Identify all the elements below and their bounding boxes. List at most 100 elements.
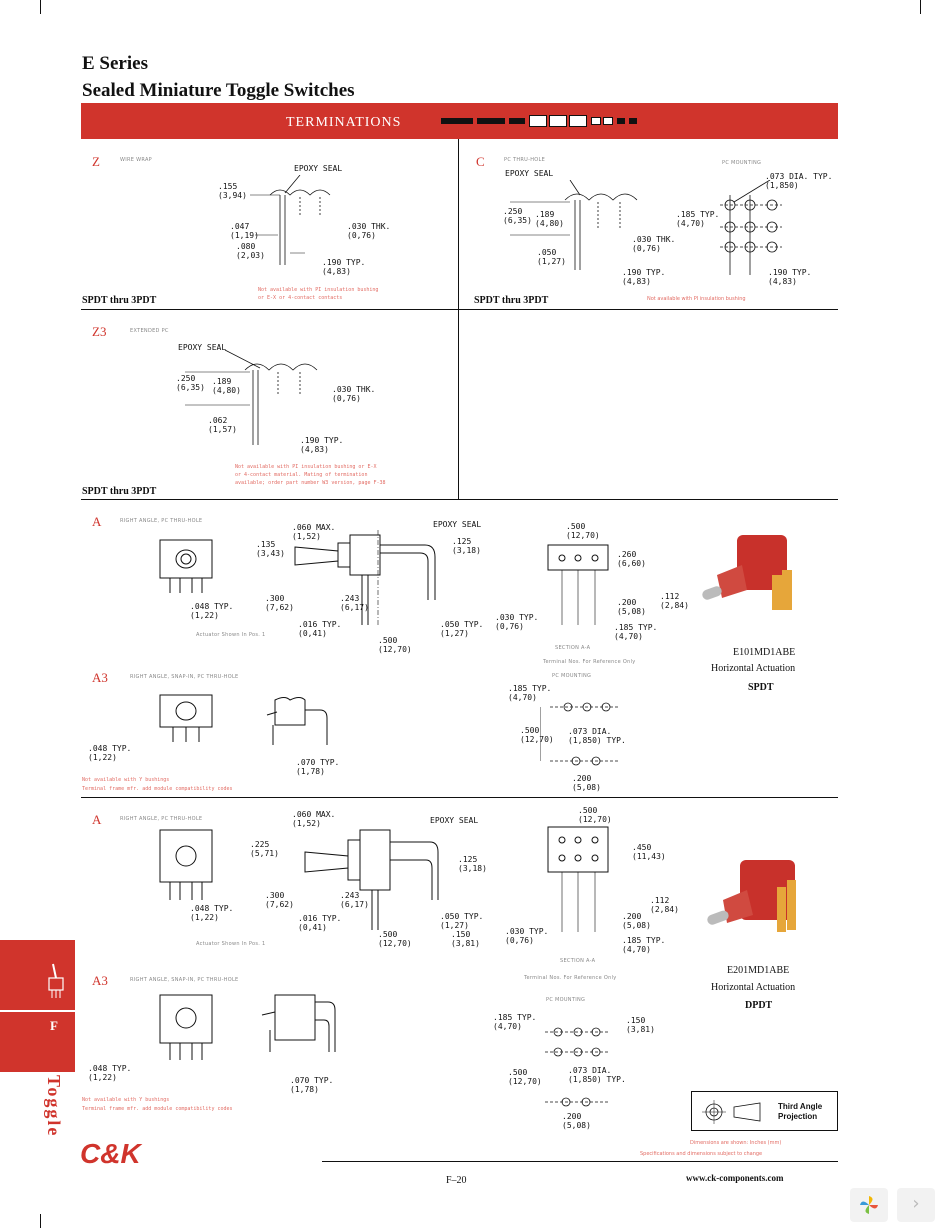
spdt-a-dim-060: .060 MAX. (1,52) [292, 523, 336, 541]
z-note: Not available with PI insulation bushing… [258, 287, 379, 301]
z3-dim-030: .030 THK. (0,76) [332, 385, 376, 403]
dpdt-a-dim-125: .125 (3,18) [458, 855, 487, 873]
projection-box: Third Angle Projection [691, 1091, 838, 1131]
spdt-a-actuator-note: Actuator Shown In Pos. 1 [196, 632, 266, 638]
dpdt-a3-pc-500: .500 (12,70) [508, 1068, 542, 1086]
dpdt-a-dim-500: .500 (12,70) [378, 930, 412, 948]
c-termination-drawing [510, 180, 638, 270]
dpdt-a3-code: A3 [92, 973, 108, 988]
dpdt-a-dim-243: .243 (6,17) [340, 891, 369, 909]
z3-dim-062: .062 (1,57) [208, 416, 237, 434]
spdt-a3-side-view [266, 697, 328, 745]
c-pc-label: PC MOUNTING [722, 160, 762, 166]
spdt-product-photo [702, 535, 792, 610]
dpdt-a-dim-225: .225 (5,71) [250, 840, 279, 858]
z-dim-190: .190 TYP. (4,83) [322, 258, 366, 276]
spdt-a-dim-125: .125 (3,18) [452, 537, 481, 555]
page-number: F–20 [446, 1175, 467, 1186]
dpdt-a3-pc-label: PC MOUNTING [546, 997, 586, 1003]
spdt-a-dim-135: .135 (3,43) [256, 540, 285, 558]
spdt-a3-pc-mounting [540, 702, 620, 766]
spdt-pole: SPDT [748, 682, 774, 693]
spdt-a-dim-500: .500 (12,70) [378, 636, 412, 654]
spdt-a-section-view [547, 544, 609, 625]
spdt-a3-pc-200: .200 (5,08) [572, 774, 601, 792]
spdt-a3-front-view [159, 694, 213, 742]
spdt-a-code: A [92, 514, 102, 529]
dpdt-a3-pc-185: .185 TYP. (4,70) [493, 1013, 537, 1031]
c-pc-190: .190 TYP. (4,83) [768, 268, 812, 286]
spdt-a-dim-048: .048 TYP. (1,22) [190, 602, 234, 620]
z3-caption: SPDT thru 3PDT [82, 486, 157, 497]
spdt-actuation: Horizontal Actuation [711, 663, 796, 674]
seal-label-z3: EPOXY SEAL [178, 343, 227, 352]
dpdt-actuation: Horizontal Actuation [711, 982, 796, 993]
z3-dim-189: .189 (4,80) [212, 377, 241, 395]
spdt-a-dim-243: .243 (6,17) [340, 594, 369, 612]
dpdt-a-front-view [159, 829, 213, 900]
c-dim-189: .189 (4,80) [535, 210, 564, 228]
dpdt-a3-dim-048: .048 TYP. (1,22) [88, 1064, 132, 1082]
dpdt-a-section-label: SECTION A-A [560, 958, 596, 964]
sidebar-section-tab[interactable]: F [0, 1012, 75, 1040]
footer-spec-note: Specifications and dimensions subject to… [640, 1151, 763, 1157]
spdt-a-seal: EPOXY SEAL [433, 520, 482, 529]
spdt-a3-pc-dia: .073 DIA. (1,850) TYP. [568, 727, 626, 745]
dpdt-part-number: E201MD1ABE [727, 965, 790, 976]
dpdt-a3-label: RIGHT ANGLE, SNAP-IN, PC THRU-HOLE [130, 977, 239, 983]
chevron-right-icon: › [912, 1193, 920, 1214]
section-banner: TERMINATIONS [81, 103, 838, 139]
z-dim-030: .030 THK. (0,76) [347, 222, 391, 240]
spdt-a-right-500: .500 (12,70) [566, 522, 600, 540]
c-dim-250: .250 (6,35) [503, 207, 532, 225]
seal-label-c: EPOXY SEAL [505, 169, 554, 178]
footer-dim-note: Dimensions are shown: Inches (mm) [690, 1140, 782, 1146]
dpdt-a-dim-016: .016 TYP. (0,41) [298, 914, 342, 932]
dpdt-a-section-view [547, 826, 609, 932]
seal-label-z: EPOXY SEAL [294, 164, 343, 173]
dpdt-a-actuator-note: Actuator Shown In Pos. 1 [196, 941, 266, 947]
c-note: Not available with PI insulation bushing [647, 296, 746, 302]
dpdt-a-right-450: .450 (11,43) [632, 843, 666, 861]
c-pc-dia: .073 DIA. TYP. (1,850) [765, 172, 833, 190]
dpdt-a-dim-048: .048 TYP. (1,22) [190, 904, 234, 922]
spdt-a3-code: A3 [92, 670, 108, 685]
z-dim-155: .155 (3,94) [218, 182, 247, 200]
dpdt-a-dim-150: .150 (3,81) [451, 930, 480, 948]
spdt-a-right-030: .030 TYP. (0,76) [495, 613, 539, 631]
label-c: PC THRU-HOLE [504, 157, 546, 163]
divider-row-1 [81, 309, 838, 310]
divider-vertical [458, 139, 459, 499]
dpdt-a3-pc-mounting [545, 1027, 610, 1107]
page-subtitle: Sealed Miniature Toggle Switches [82, 80, 355, 101]
spdt-part-number: E101MD1ABE [733, 647, 796, 658]
spdt-a-dim-016: .016 TYP. (0,41) [298, 620, 342, 638]
c-dim-030: .030 THK. (0,76) [632, 235, 676, 253]
spdt-a-dim-050: .050 TYP. (1,27) [440, 620, 484, 638]
z3-dim-190: .190 TYP. (4,83) [300, 436, 344, 454]
c-caption: SPDT thru 3PDT [474, 295, 549, 306]
viewer-logo-button[interactable] [850, 1188, 888, 1222]
code-z: Z [92, 154, 100, 169]
z3-note: Not available with PI insulation bushing… [235, 464, 386, 486]
z-dim-047: .047 (1,19) [230, 222, 259, 240]
dpdt-a-dim-060: .060 MAX. (1,52) [292, 810, 336, 828]
dpdt-a-right-500: .500 (12,70) [578, 806, 612, 824]
next-page-button[interactable]: › [897, 1188, 935, 1222]
dpdt-a-right-030: .030 TYP. (0,76) [505, 927, 549, 945]
c-dim-190: .190 TYP. (4,83) [622, 268, 666, 286]
dpdt-a-right-112: .112 (2,84) [650, 896, 679, 914]
footer-rule [322, 1161, 838, 1162]
spdt-a3-pc-500: .500 (12,70) [520, 726, 554, 744]
divider-row-3 [81, 797, 838, 798]
dpdt-pole: DPDT [745, 1000, 773, 1011]
website-link[interactable]: www.ck-components.com [686, 1173, 784, 1183]
spdt-a3-dim-070: .070 TYP. (1,78) [296, 758, 340, 776]
series-title: E Series [82, 53, 148, 74]
dpdt-a3-pc-150: .150 (3,81) [626, 1016, 655, 1034]
dpdt-product-photo [707, 860, 796, 932]
dpdt-a-terminal-note: Terminal Nos. For Reference Only [524, 975, 617, 981]
dpdt-a3-pc-dia: .073 DIA. (1,850) TYP. [568, 1066, 626, 1084]
projection-symbol-icon [702, 1100, 761, 1124]
dpdt-a-side-view [304, 829, 439, 930]
